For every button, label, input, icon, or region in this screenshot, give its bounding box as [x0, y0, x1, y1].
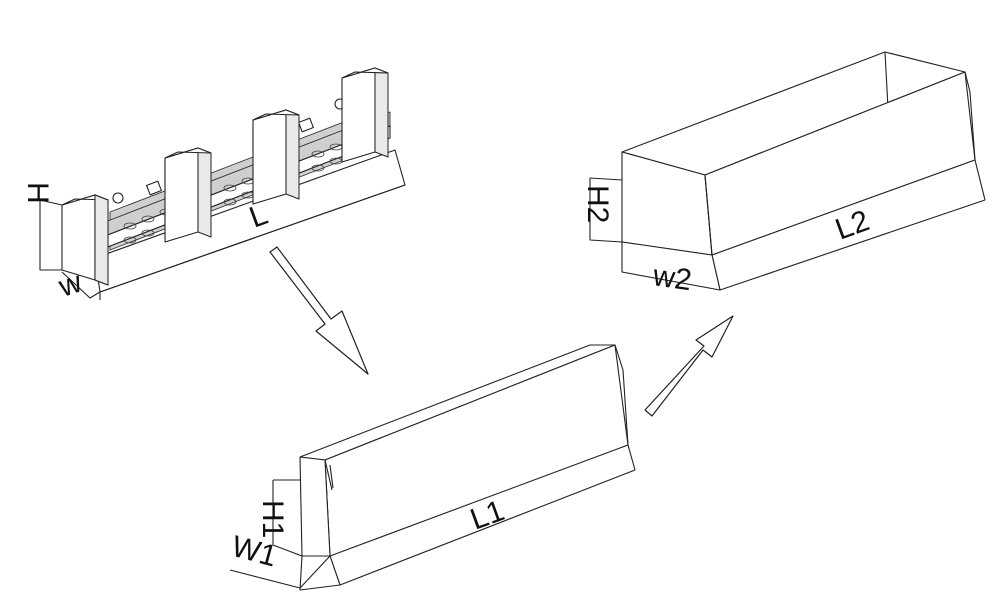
fixture-block-1 — [61, 194, 109, 286]
box2-height-label: H2 — [581, 185, 614, 223]
fixture-block-3 — [252, 109, 300, 205]
fixture-block-4 — [341, 67, 389, 163]
fixture-block-2 — [164, 147, 212, 243]
box1-unfolded-carton — [229, 344, 636, 591]
box1-end-panel — [299, 456, 331, 557]
fixture-height-label: H — [21, 182, 54, 204]
arrow-to-box2-icon — [644, 315, 734, 417]
box1-height-label: H1 — [256, 500, 289, 538]
arrow-to-box1-icon — [269, 246, 369, 375]
box2-width-label: w2 — [650, 259, 694, 297]
fixture-dimension-lines — [39, 184, 406, 300]
box2-assembled-carton — [589, 51, 986, 291]
light-fixture: H w L — [21, 67, 406, 304]
